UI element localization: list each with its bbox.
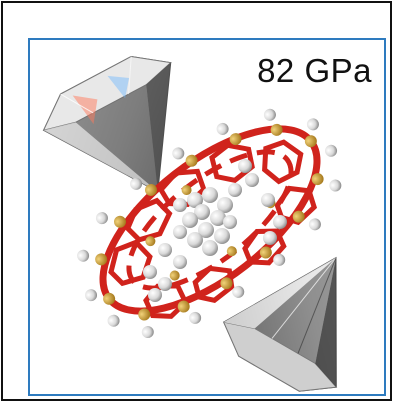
illustration <box>42 55 342 392</box>
guest-molecule-cluster-icon <box>143 159 287 302</box>
figure-outer-frame: 82 GPa <box>1 1 392 401</box>
figure-inner-frame: 82 GPa <box>28 38 386 396</box>
crystal-framework-icon <box>77 108 342 339</box>
pressure-label: 82 GPa <box>257 52 372 89</box>
diamond-anvil-top-icon <box>42 55 172 193</box>
diamond-anvil-bottom-icon <box>222 256 338 392</box>
